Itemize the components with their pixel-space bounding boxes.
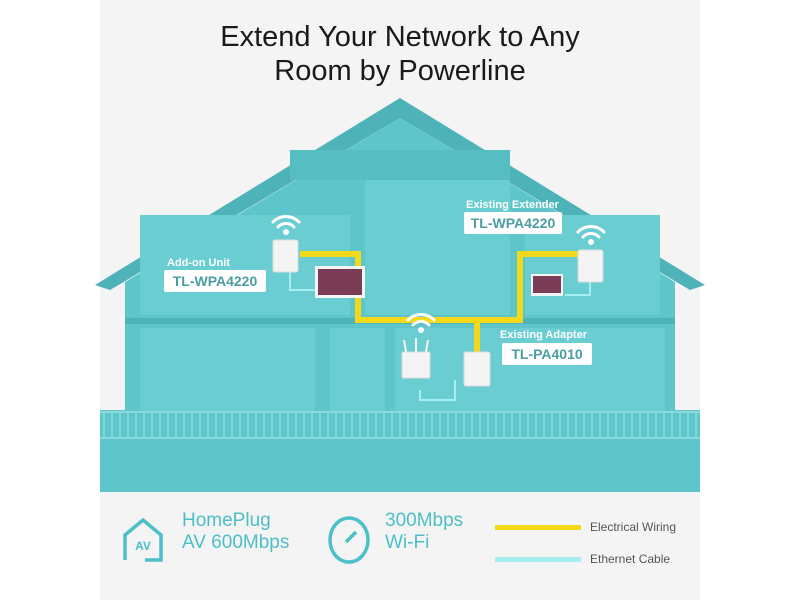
addon-model: TL-WPA4220 xyxy=(173,273,258,289)
monitor-screen xyxy=(533,276,561,293)
feature-homeplug: HomePlug AV 600Mbps xyxy=(182,510,289,554)
extender-model: TL-WPA4220 xyxy=(471,215,556,231)
legend-electrical-swatch xyxy=(495,525,581,530)
homeplug-av-icon xyxy=(123,517,163,562)
av-badge: AV xyxy=(135,539,151,553)
adapter-callout xyxy=(502,343,592,365)
powerline-extender-device xyxy=(272,239,299,273)
ethernet-cable xyxy=(289,270,591,401)
powerline-extender-device xyxy=(577,249,604,283)
wifi-icon xyxy=(406,313,436,333)
legend-electrical-label: Electrical Wiring xyxy=(590,520,677,534)
title-line-2: Room by Powerline xyxy=(274,55,526,87)
wifi-icon xyxy=(271,215,301,235)
title-line-1: Extend Your Network to Any xyxy=(220,21,580,53)
addon-callout xyxy=(164,270,266,292)
extender-callout xyxy=(464,212,562,234)
legend-ethernet-swatch xyxy=(495,557,581,562)
speedometer-icon xyxy=(328,516,370,564)
page-title: Extend Your Network to Any Room by Power… xyxy=(100,20,700,88)
room xyxy=(140,328,315,413)
adapter-caption: Existing Adapter xyxy=(500,329,588,341)
wifi-icon xyxy=(576,225,606,245)
tv-screen xyxy=(318,269,362,295)
router-antennas xyxy=(403,338,429,353)
router-device xyxy=(401,351,431,379)
feature-line: AV 600Mbps xyxy=(182,532,290,553)
feature-line: HomePlug xyxy=(182,510,271,531)
feature-wifi: 300Mbps Wi-Fi xyxy=(385,510,463,554)
room xyxy=(395,328,665,413)
powerline-adapter-device xyxy=(463,351,491,387)
electrical-wiring xyxy=(300,251,585,323)
attic xyxy=(290,150,510,180)
feature-line: 300Mbps xyxy=(385,510,464,531)
room xyxy=(330,328,385,413)
adapter-model: TL-PA4010 xyxy=(511,346,583,362)
addon-caption: Add-on Unit xyxy=(167,257,230,269)
room xyxy=(365,180,510,315)
room xyxy=(140,215,350,315)
extender-caption: Existing Extender xyxy=(466,199,560,211)
feature-line: Wi-Fi xyxy=(385,532,430,553)
legend-ethernet-label: Ethernet Cable xyxy=(590,552,671,566)
